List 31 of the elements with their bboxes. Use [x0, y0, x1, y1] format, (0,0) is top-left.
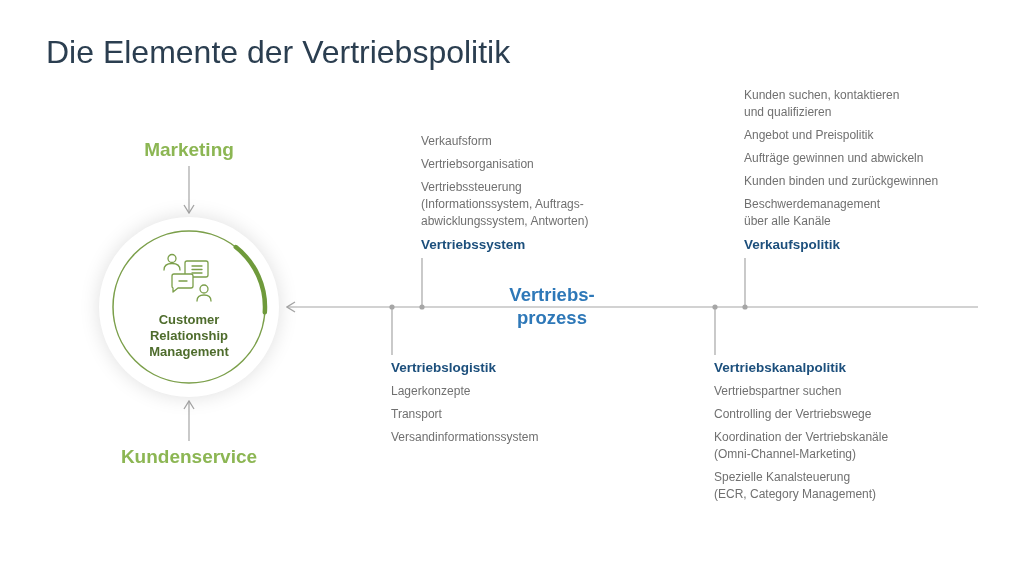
arrow	[286, 301, 979, 313]
item-text: Vertriebsorganisation	[421, 156, 535, 173]
item-text: Controlling der Vertriebswege	[714, 406, 873, 423]
item-text: Kunden suchen, kontaktieren und qualifizieren	[744, 87, 901, 121]
connector-line	[419, 257, 425, 310]
item-text: Aufträge gewinnen und abwickeln	[744, 150, 925, 167]
item-text: Vertriebssteuerung (Informationssystem, Auftrags- abwicklungssystem, Antworten)	[421, 179, 590, 230]
connector-line	[712, 304, 718, 356]
item-text: Verkaufsform	[421, 133, 493, 150]
section-heading: Vertriebslogistik	[391, 359, 497, 377]
connector-line	[742, 257, 748, 310]
side-heading: Kundenservice	[120, 445, 258, 469]
item-text: Versandinformationssystem	[391, 429, 539, 446]
section-heading: Verkaufspolitik	[744, 236, 841, 254]
item-text: Lagerkonzepte	[391, 383, 472, 400]
circle-label: Customer Relationship Management	[148, 312, 230, 360]
section-heading: Vertriebssystem	[421, 236, 526, 254]
connector-line	[389, 304, 395, 356]
item-text: Kunden binden und zurückgewinnen	[744, 173, 939, 190]
item-text: Vertriebspartner suchen	[714, 383, 843, 400]
arrow	[183, 165, 195, 214]
item-text: Beschwerdemanagement über alle Kanäle	[744, 196, 882, 230]
side-heading: Marketing	[144, 138, 234, 162]
arrow	[183, 400, 195, 442]
item-text: Koordination der Vertriebskanäle (Omni-Channel-Marketing)	[714, 429, 890, 463]
slide-title: Die Elemente der Vertriebspolitik	[46, 33, 511, 71]
item-text: Spezielle Kanalsteuerung (ECR, Category Management)	[714, 469, 878, 503]
item-text: Angebot und Preispolitik	[744, 127, 875, 144]
item-text: Transport	[391, 406, 443, 423]
edge-label: Vertriebs- prozess	[508, 283, 596, 329]
section-heading: Vertriebskanalpolitik	[714, 359, 847, 377]
